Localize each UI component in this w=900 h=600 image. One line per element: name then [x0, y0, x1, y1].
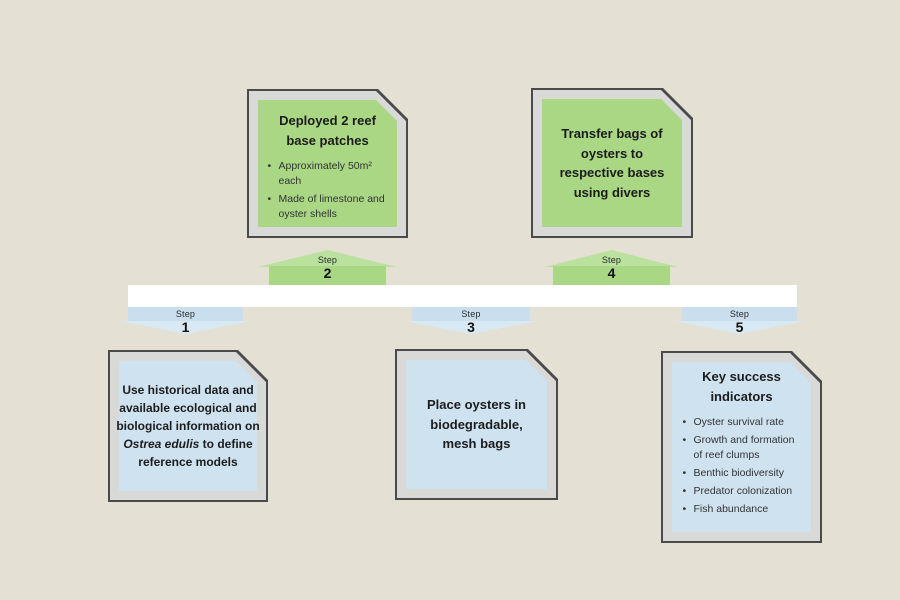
marker-body: [128, 307, 243, 322]
card-title: Use historical data and available ecolog…: [116, 383, 260, 469]
card-background: [406, 360, 547, 489]
step-marker-5: Step 5: [674, 307, 805, 335]
card-frame: [397, 351, 556, 498]
card-title: Place oysters in biodegradable, mesh bag…: [427, 397, 526, 452]
card-title: Transfer bags of oysters to respective b…: [559, 126, 665, 200]
step-number: 5: [735, 319, 744, 335]
marker-body: [553, 266, 670, 285]
marker-label: Step 1: [120, 307, 251, 335]
step-marker-3: Step 3: [404, 307, 538, 335]
bullet-item: Oyster survival rate: [681, 415, 803, 430]
card-bullet-list: Approximately 50m² eachMade of limestone…: [266, 159, 390, 225]
step-word: Step: [601, 255, 622, 265]
card-frame: [110, 352, 266, 500]
card-frame: [533, 90, 691, 236]
marker-body: [269, 266, 386, 285]
bullet-item: Approximately 50m² each: [266, 159, 390, 189]
card-title: Key success indicators: [702, 369, 781, 404]
step-marker-2: Step 2: [258, 250, 397, 285]
marker-label: Step 2: [258, 250, 397, 285]
card-content: Deployed 2 reef base patches Approximate…: [247, 89, 408, 238]
step-word: Step: [175, 309, 196, 319]
step-marker-1: Step 1: [120, 307, 251, 335]
card-step-1: Use historical data and available ecolog…: [108, 350, 268, 502]
step-word: Step: [461, 309, 481, 319]
bullet-item: Fish abundance: [681, 502, 803, 517]
marker-label: Step 3: [404, 307, 538, 335]
timeline-bar: [128, 285, 797, 307]
marker-label: Step 4: [545, 250, 678, 285]
card-step-2: Deployed 2 reef base patches Approximate…: [247, 89, 408, 238]
card-content: Use historical data and available ecolog…: [108, 350, 268, 502]
bullet-item: Predator colonization: [681, 484, 803, 499]
step-word: Step: [317, 255, 338, 265]
step-number: 4: [607, 265, 616, 281]
step-number: 1: [181, 319, 190, 335]
step-word: Step: [729, 309, 750, 319]
card-background: [119, 361, 257, 491]
step-number: 2: [323, 265, 332, 281]
card-content: Place oysters in biodegradable, mesh bag…: [395, 349, 558, 500]
card-bullet-list: Oyster survival rateGrowth and formation…: [681, 415, 803, 519]
card-content: Key success indicators Oyster survival r…: [661, 351, 822, 543]
card-background: [542, 99, 682, 227]
card-step-5: Key success indicators Oyster survival r…: [661, 351, 822, 543]
card-content: Transfer bags of oysters to respective b…: [531, 88, 693, 238]
bullet-item: Made of limestone and oyster shells: [266, 192, 390, 222]
card-step-4: Transfer bags of oysters to respective b…: [531, 88, 693, 238]
bullet-item: Benthic biodiversity: [681, 466, 803, 481]
card-title: Deployed 2 reef base patches: [279, 113, 376, 148]
marker-body: [412, 307, 530, 322]
step-marker-4: Step 4: [545, 250, 678, 285]
marker-body: [682, 307, 797, 322]
bullet-item: Growth and formation of reef clumps: [681, 433, 803, 463]
marker-label: Step 5: [674, 307, 805, 335]
card-step-3: Place oysters in biodegradable, mesh bag…: [395, 349, 558, 500]
step-number: 3: [467, 319, 475, 335]
